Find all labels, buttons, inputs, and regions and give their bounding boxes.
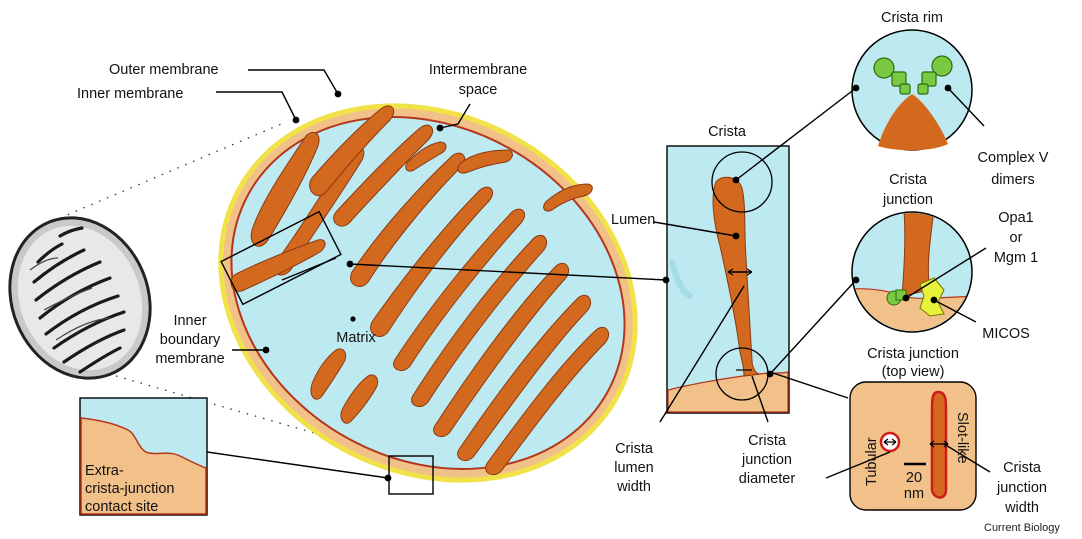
junction-diameter-label-1: Crista (748, 433, 787, 449)
scale-label-1: 20 (906, 470, 922, 486)
extra-label-2: crista-junction (85, 481, 174, 497)
credit-label: Current Biology (984, 522, 1060, 534)
contact-site-inset (80, 398, 207, 515)
crista-junction-inset (840, 210, 980, 340)
micos-label: MICOS (982, 326, 1030, 342)
lumen-label: Lumen (611, 212, 655, 228)
extra-label-3: contact site (85, 499, 158, 515)
matrix-dot (350, 316, 355, 321)
lumen-width-label-2: lumen (614, 460, 654, 476)
complex-v-label-1: Complex V (978, 150, 1049, 166)
junction-diameter-label-2: junction (741, 452, 792, 468)
outer-membrane-label: Outer membrane (109, 62, 219, 78)
slot-like-label: Slot-like (954, 412, 970, 464)
inner-boundary-label-3: membrane (155, 351, 224, 367)
lumen-width-label-3: width (616, 479, 651, 495)
inner-membrane-label: Inner membrane (77, 86, 183, 102)
matrix-label: Matrix (336, 330, 376, 346)
crista-rim-inset (852, 30, 972, 150)
opa1-label-2: or (1010, 230, 1023, 246)
scale-label-2: nm (904, 486, 924, 502)
inner-boundary-label-2: boundary (160, 332, 221, 348)
inner-boundary-label-1: Inner (173, 313, 206, 329)
tubular-label: Tubular (864, 437, 880, 486)
junction-width-label-1: Crista (1003, 460, 1042, 476)
crista-junction-label-2: junction (882, 192, 933, 208)
intermembrane-label-2: space (459, 82, 498, 98)
extra-label-1: Extra- (85, 463, 124, 479)
junction-width-label-2: junction (996, 480, 1047, 496)
junction-diameter-label-3: diameter (739, 471, 796, 487)
cj-top-view-label-2: (top view) (882, 364, 945, 380)
opa1-label-1: Opa1 (998, 210, 1033, 226)
cj-top-view-label-1: Crista junction (867, 346, 959, 362)
electron-micrograph (0, 196, 174, 399)
crista-junction-label-1: Crista (889, 172, 928, 188)
crista-label: Crista (708, 124, 747, 140)
crista-rim-label: Crista rim (881, 10, 943, 26)
complex-v-label-2: dimers (991, 172, 1035, 188)
opa1-label-3: Mgm 1 (994, 250, 1038, 266)
lumen-width-label-1: Crista (615, 441, 654, 457)
junction-width-label-3: width (1004, 500, 1039, 516)
intermembrane-label-1: Intermembrane (429, 62, 527, 78)
